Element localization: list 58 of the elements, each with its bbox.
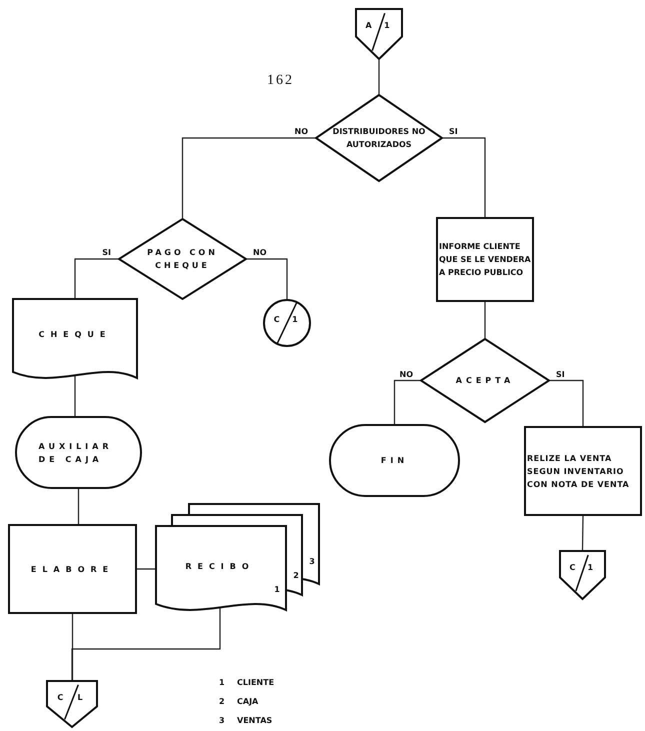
process-box	[8, 524, 137, 614]
decision-diamond	[420, 338, 550, 423]
on-page-connector	[263, 299, 311, 347]
page-number: 3	[308, 556, 316, 568]
connector-label: C	[56, 692, 64, 704]
process-box	[436, 217, 534, 302]
node-label: ELABORE	[30, 564, 116, 576]
off-page-connector	[46, 680, 98, 728]
node-label: AUXILIAR DE CAJA	[38, 440, 114, 466]
node-label: ACEPTA	[454, 375, 516, 387]
connector-line	[378, 60, 380, 94]
node-label: CHEQUE	[38, 329, 112, 341]
connector-line	[550, 380, 584, 426]
legend-number: 3	[219, 716, 225, 726]
legend-text: CLIENTE	[237, 678, 274, 688]
edge-label: SI	[448, 127, 459, 136]
edge-label: SI	[555, 370, 566, 378]
decision-diamond	[315, 94, 443, 182]
node-label: PAGO CON CHEQUE	[146, 247, 219, 272]
connector-line	[71, 608, 221, 680]
node-label: DISTRIBUIDORES NO AUTORIZADOS	[332, 126, 426, 151]
page-number: 162	[267, 76, 294, 86]
connector-label: A	[364, 20, 373, 32]
node-label: RELIZE LA VENTA SEGUN INVENTARIO CON NOTA DE VENTA	[527, 452, 630, 490]
node-label: FIN	[380, 455, 410, 467]
off-page-connector	[559, 550, 606, 600]
process-box	[524, 426, 642, 516]
connector-label: C	[568, 562, 576, 574]
connector-label: L	[76, 692, 84, 704]
connector-line	[182, 137, 315, 218]
off-page-connector	[355, 8, 403, 60]
connector-line	[443, 137, 486, 217]
edge-label: NO	[294, 127, 309, 136]
node-label: RECIBO	[184, 561, 256, 573]
connector-label: 1	[586, 562, 594, 574]
connector-label: C	[272, 314, 281, 326]
legend-number: 2	[219, 697, 225, 707]
connector-line	[484, 302, 486, 338]
connector-line	[137, 568, 155, 570]
connector-line	[247, 258, 288, 299]
connector-label: 1	[383, 20, 391, 32]
decision-diamond	[118, 218, 247, 300]
connector-line	[582, 516, 584, 550]
edge-label: SI	[101, 248, 112, 257]
connector-label: 1	[291, 314, 299, 326]
connector-line	[72, 614, 74, 680]
connector-line	[394, 380, 420, 424]
page-number: 2	[292, 570, 300, 582]
legend-text: CAJA	[237, 697, 258, 707]
connector-line	[74, 258, 118, 298]
legend-text: VENTAS	[237, 716, 272, 726]
edge-label: NO	[398, 370, 414, 378]
legend-number: 1	[219, 678, 225, 688]
connector-line	[78, 489, 80, 524]
edge-label: NO	[252, 248, 268, 257]
connector-line	[74, 374, 76, 416]
node-label: INFORME CLIENTE QUE SE LE VENDERA A PRECIO PUBLICO	[439, 241, 531, 279]
page-number: 1	[273, 584, 281, 596]
